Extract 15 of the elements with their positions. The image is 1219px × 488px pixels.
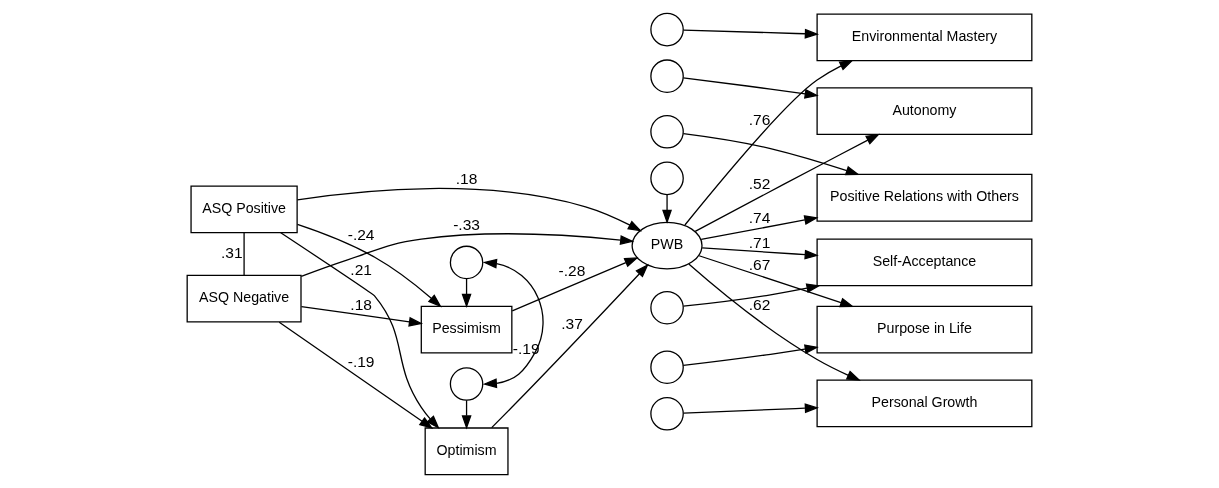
edge-label: -.19 [347, 352, 375, 370]
edge-label: -.24 [347, 225, 375, 243]
edge-label: .76 [748, 110, 771, 128]
edge-label: .37 [561, 315, 583, 333]
edge-label: -.33 [453, 215, 480, 233]
edge-label: .18 [350, 295, 372, 313]
edge-label: .31 [221, 244, 243, 262]
edge-label: .71 [748, 233, 771, 251]
edge-label: .52 [748, 175, 771, 193]
edge-label: -.28 [558, 262, 586, 280]
edge-label: .18 [455, 170, 478, 188]
edge-label: .21 [350, 260, 372, 278]
edge-label: .67 [748, 255, 771, 273]
edge-label: .74 [748, 209, 771, 227]
edge-label: .62 [748, 295, 771, 313]
